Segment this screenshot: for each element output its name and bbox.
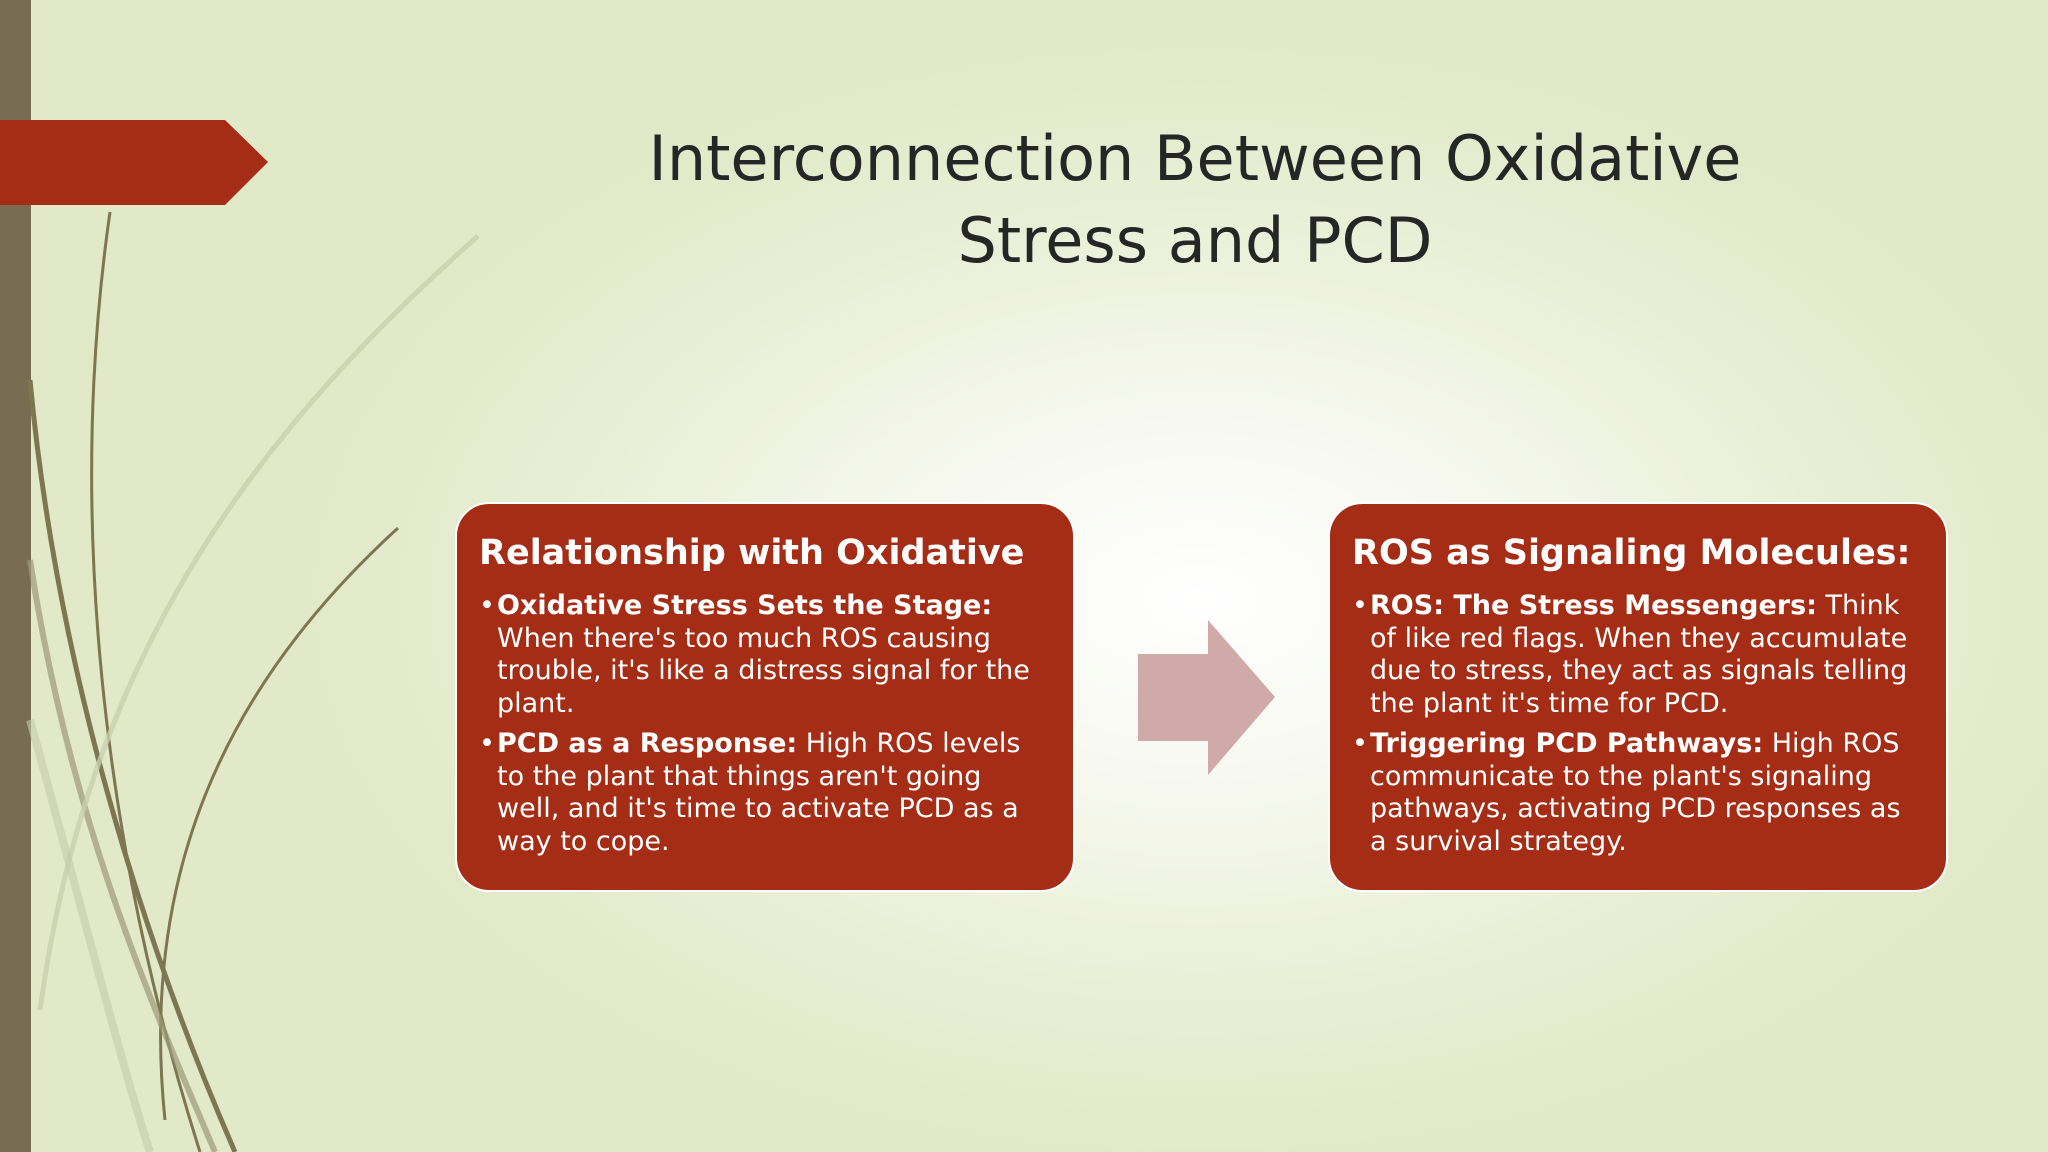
bullet-list: Oxidative Stress Sets the Stage: When th…	[479, 590, 1051, 858]
grass-decoration	[26, 211, 480, 1152]
bullet-lead: Oxidative Stress Sets the Stage:	[497, 590, 993, 621]
bullet-item: Oxidative Stress Sets the Stage: When th…	[479, 590, 1051, 720]
card-heading: Relationship with Oxidative	[479, 533, 1025, 573]
bullet-lead: Triggering PCD Pathways:	[1370, 728, 1764, 759]
bullet-text: Think of like red flags. When they accum…	[1370, 590, 1908, 719]
right-arrow-icon	[1138, 620, 1275, 775]
chevron-tab-icon	[0, 120, 268, 205]
card-heading: ROS as Signaling Molecules:	[1352, 533, 1911, 573]
bullet-text: High ROS communicate to the plant's sign…	[1370, 728, 1901, 857]
bullet-text: When there's too much ROS causing troubl…	[497, 622, 1030, 719]
card-relationship-oxidative: Relationship with Oxidative Oxidative St…	[455, 502, 1075, 892]
slide-title: Interconnection Between Oxidative Stress…	[648, 122, 1742, 277]
bullet-item: PCD as a Response: High ROS levels to th…	[479, 728, 1051, 858]
bullet-list: ROS: The Stress Messengers: Think of lik…	[1352, 590, 1924, 858]
bullet-item: ROS: The Stress Messengers: Think of lik…	[1352, 590, 1924, 720]
bullet-lead: ROS: The Stress Messengers:	[1370, 590, 1817, 621]
bullet-lead: PCD as a Response:	[497, 728, 798, 759]
bullet-text: High ROS levels to the plant that things…	[497, 728, 1021, 857]
bullet-item: Triggering PCD Pathways: High ROS commun…	[1352, 728, 1924, 858]
card-ros-signaling: ROS as Signaling Molecules: ROS: The Str…	[1328, 502, 1948, 892]
